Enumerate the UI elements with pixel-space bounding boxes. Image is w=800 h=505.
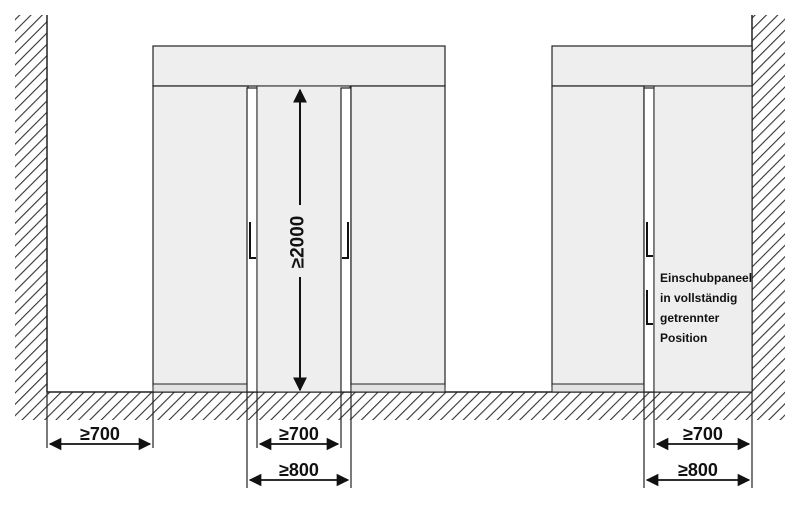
left-cabinet-body — [152, 85, 249, 387]
height-label-bg — [280, 205, 320, 277]
right-cabinet-base — [350, 383, 446, 393]
annotation-line-2: in vollständig — [660, 291, 737, 305]
annotation-text: Einschubpaneel in vollständig getrennter… — [660, 271, 755, 345]
left-wall-hatch — [15, 15, 47, 395]
left-gap-dimension-label: ≥700 — [80, 424, 120, 444]
right-gap-dimension-label: ≥700 — [683, 424, 723, 444]
annotation-line-3: getrennter — [660, 311, 720, 325]
annotation-line-4: Position — [660, 331, 707, 345]
right-group-withdrawn-space — [653, 85, 753, 393]
height-dimension-label: ≥2000 — [288, 216, 309, 269]
right-group-panel-door — [643, 87, 655, 393]
right-group-cabinet-base — [551, 383, 645, 393]
center-gap-dimension-label: ≥700 — [279, 424, 319, 444]
right-cabinet-body — [350, 85, 446, 387]
right-wall-hatch — [752, 15, 785, 395]
right-group-handle-upper — [646, 222, 653, 257]
left-top-header-box — [152, 45, 446, 87]
left-panel-handle — [249, 222, 256, 259]
left-cabinet-base — [152, 383, 249, 393]
right-group-cabinet-body — [551, 85, 645, 387]
center-outer-dimension-label: ≥800 — [279, 460, 319, 480]
floor-hatch — [15, 392, 785, 420]
right-outer-dimension-label: ≥800 — [678, 460, 718, 480]
left-panel-door — [246, 87, 258, 393]
right-panel-door — [340, 87, 352, 393]
right-group-handle-lower — [646, 290, 653, 325]
right-top-header-box — [551, 45, 753, 87]
right-panel-handle — [342, 222, 349, 259]
annotation-line-1: Einschubpaneel — [660, 271, 752, 285]
right-cabinet-group — [551, 45, 753, 393]
